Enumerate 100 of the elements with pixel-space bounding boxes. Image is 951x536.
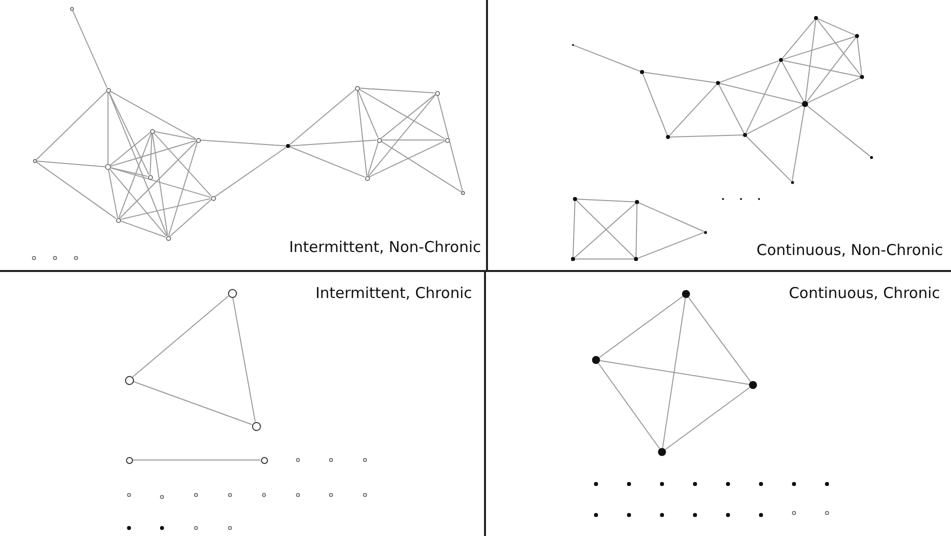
network-edge	[110, 167, 212, 198]
network-node	[127, 526, 131, 530]
network-edge	[154, 130, 196, 140]
network-node	[194, 493, 198, 497]
network-edge	[792, 106, 806, 182]
network-edge	[108, 92, 150, 176]
network-node	[790, 180, 794, 184]
network-node	[329, 493, 333, 497]
network-node	[127, 493, 131, 497]
network-node	[260, 456, 268, 464]
network-edge	[232, 296, 256, 422]
network-node	[363, 493, 367, 497]
network-edge	[152, 132, 168, 236]
network-edge	[380, 94, 436, 139]
network-edge	[598, 296, 684, 358]
network-edge	[109, 168, 167, 237]
network-edge	[662, 297, 686, 449]
network-edge	[745, 62, 780, 134]
network-node	[148, 174, 152, 180]
network-edge	[574, 258, 635, 260]
network-edge	[642, 73, 668, 136]
network-node	[210, 196, 216, 200]
network-node	[726, 513, 730, 517]
network-edge	[120, 220, 166, 238]
network-edge	[368, 94, 436, 177]
network-edge	[108, 92, 168, 236]
network-node	[434, 90, 440, 96]
network-edge	[119, 141, 197, 219]
network-node	[126, 456, 132, 464]
network-node	[329, 458, 333, 462]
network-edge	[637, 232, 704, 259]
network-node	[693, 513, 697, 517]
network-node	[296, 493, 300, 497]
network-node	[870, 156, 872, 158]
network-edge	[636, 203, 638, 258]
network-edge	[806, 37, 856, 102]
network-edge	[36, 162, 116, 220]
network-edge	[168, 142, 198, 236]
network-node	[825, 511, 829, 515]
network-edge	[36, 160, 106, 168]
network-node	[802, 101, 808, 107]
network-edge	[132, 381, 252, 425]
network-edge	[599, 360, 750, 385]
network-node	[296, 458, 300, 462]
network-edge	[718, 84, 745, 134]
network-edge	[200, 140, 286, 146]
network-edge	[290, 140, 377, 146]
network-edge	[638, 202, 704, 232]
network-node	[726, 482, 730, 486]
network-node	[572, 44, 574, 46]
network-node	[627, 482, 631, 486]
network-node	[759, 482, 763, 486]
network-edge	[572, 200, 576, 258]
network-edge	[664, 386, 750, 450]
network-edge	[108, 169, 118, 218]
network-edge	[782, 36, 856, 60]
network-node	[363, 458, 367, 462]
network-node	[228, 526, 232, 530]
network-edge	[36, 91, 107, 160]
network-node	[571, 257, 575, 261]
network-edge	[719, 82, 803, 104]
network-edge	[367, 142, 379, 176]
network-node	[634, 257, 638, 261]
network-node	[196, 138, 200, 142]
network-edge	[110, 90, 196, 140]
network-edge	[670, 134, 744, 138]
network-node	[743, 133, 747, 137]
network-edge	[368, 140, 446, 178]
network-node	[778, 58, 784, 62]
panel-label: Intermittent, Non-Chronic	[289, 238, 481, 256]
network-node	[722, 198, 724, 200]
network-edge	[437, 94, 463, 192]
network-node	[594, 513, 598, 517]
network-node	[252, 422, 260, 430]
network-node	[660, 482, 664, 486]
network-edge	[782, 62, 804, 102]
network-node	[658, 448, 666, 456]
network-edge	[357, 90, 379, 138]
network-edge	[782, 19, 816, 59]
network-node	[716, 81, 720, 85]
network-edge	[150, 133, 152, 175]
network-node	[194, 526, 198, 530]
network-node	[461, 191, 465, 195]
network-edge	[574, 44, 641, 72]
network-edge	[806, 105, 870, 157]
network-edge	[746, 104, 803, 135]
network-edge	[153, 132, 212, 197]
network-node	[594, 482, 598, 486]
network-edge	[110, 140, 196, 167]
network-node	[74, 256, 78, 260]
network-node	[759, 513, 763, 517]
network-edge	[356, 90, 368, 176]
network-node	[32, 256, 36, 260]
network-node	[682, 290, 690, 298]
network-edge	[289, 146, 366, 178]
network-edge	[856, 37, 862, 76]
network-node	[444, 138, 450, 142]
network-edge	[817, 18, 856, 36]
network-node	[53, 256, 57, 260]
network-node	[592, 356, 600, 364]
